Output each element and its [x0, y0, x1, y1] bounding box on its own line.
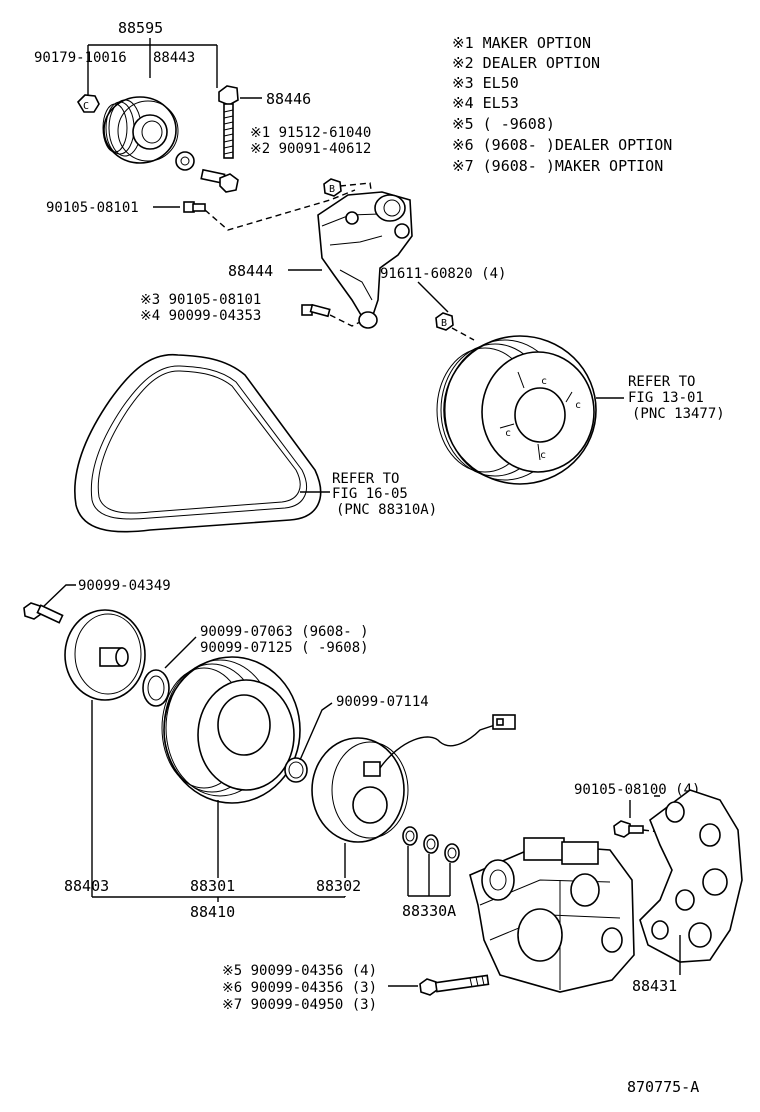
label-91512-61040: ※1 91512-61040	[250, 125, 371, 141]
label-90099-07063: 90099-07063 (9608- )	[200, 624, 369, 640]
cap-part: C	[76, 94, 100, 113]
label-fig-16-05: FIG 16-05	[332, 486, 408, 502]
label-90105-08101: 90105-08101	[46, 200, 139, 216]
label-90099-04356-3: ※6 90099-04356 (3)	[222, 980, 377, 996]
clutch-pulley-88301	[161, 656, 301, 804]
label-88330a: 88330A	[402, 902, 456, 920]
label-el53-bolt: ※4 90099-04353	[140, 308, 261, 324]
retaining-ring	[284, 757, 308, 783]
bolt-hole-2-icon: c	[575, 400, 581, 411]
label-88403: 88403	[64, 877, 109, 895]
shims-88330a: 88330A	[402, 826, 460, 920]
label-90099-07125: 90099-07125 ( -9608)	[200, 640, 369, 656]
bolt-hole-1-icon: c	[541, 376, 547, 387]
bolt-hole-3-icon: c	[505, 428, 511, 439]
note-7: ※7 (9608- )MAKER OPTION	[452, 157, 663, 175]
label-88301: 88301	[190, 877, 235, 895]
note-4: ※4 EL53	[452, 94, 519, 112]
figure-id: 870775-A	[627, 1078, 699, 1096]
option-notes: ※1 MAKER OPTION ※2 DEALER OPTION ※3 EL50…	[452, 34, 672, 175]
label-pnc-13477: (PNC 13477)	[632, 406, 725, 422]
note-2: ※2 DEALER OPTION	[452, 54, 600, 72]
crank-pulley: 91611-60820 (4) B c c c c REFER TO FIG 1…	[380, 266, 725, 485]
marker-b1: B	[329, 184, 335, 195]
label-88446: 88446	[266, 90, 311, 108]
marker-b2: B	[441, 318, 447, 329]
marker-b-upper: B	[323, 178, 342, 197]
label-90099-04950-3: ※7 90099-04950 (3)	[222, 997, 377, 1013]
ac-compressor	[469, 837, 635, 993]
label-pnc-88310a: (PNC 88310A)	[336, 502, 437, 518]
label-88410: 88410	[190, 903, 235, 921]
label-90105-08100: 90105-08100 (4)	[574, 782, 700, 798]
label-90099-04349: 90099-04349	[78, 578, 171, 594]
label-90099-04356-4: ※5 90099-04356 (4)	[222, 963, 377, 979]
clutch-hub-88403	[64, 609, 146, 701]
label-90179-10016: 90179-10016	[34, 50, 127, 66]
note-6: ※6 (9608- )DEALER OPTION	[452, 136, 672, 154]
label-91611-60820: 91611-60820 (4)	[380, 266, 506, 282]
bracket-lower-bolt	[301, 303, 331, 318]
long-bolt	[218, 85, 239, 159]
small-bolt	[200, 168, 239, 193]
label-refer-to-2: REFER TO	[332, 471, 399, 487]
compressor-mount-bolt	[419, 974, 490, 996]
bolt-hole-4-icon: c	[540, 450, 546, 461]
v-belt: REFER TO FIG 16-05 (PNC 88310A)	[74, 353, 437, 533]
bracket-mount-bolt	[613, 820, 644, 838]
bracket-88444: 90105-08101 B 88444 ※3 90105-08101 ※4 90…	[46, 178, 413, 329]
washer-part	[175, 151, 195, 171]
label-88595: 88595	[118, 19, 163, 37]
label-88431: 88431	[632, 977, 677, 995]
label-88444: 88444	[228, 262, 273, 280]
label-88302: 88302	[316, 877, 361, 895]
idler-pulley-group: 88595 90179-10016 88443 C 88446	[34, 19, 371, 193]
compressor-mount-bolt-group: ※5 90099-04356 (4) ※6 90099-04356 (3) ※7…	[222, 963, 490, 1013]
compressor-bracket-88431: 90105-08100 (4) 88431	[574, 782, 743, 995]
idler-pulley	[102, 96, 179, 164]
clutch-bolt	[23, 602, 64, 624]
marker-c: C	[83, 101, 89, 112]
magnetic-clutch-group: 90099-04349 90099-07063 (9608- ) 90099-0…	[23, 578, 516, 921]
note-3: ※3 EL50	[452, 74, 519, 92]
label-90091-40612: ※2 90091-40612	[250, 141, 371, 157]
label-fig-13-01: FIG 13-01	[628, 390, 704, 406]
label-el50-bolt: ※3 90105-08101	[140, 292, 261, 308]
marker-b-lower: B	[435, 312, 454, 331]
label-refer-to-1: REFER TO	[628, 374, 695, 390]
field-coil-88302	[311, 714, 516, 843]
bracket-bolt	[183, 201, 206, 213]
label-88443: 88443	[153, 50, 195, 66]
note-5: ※5 ( -9608)	[452, 115, 555, 133]
snap-ring	[142, 669, 170, 707]
note-1: ※1 MAKER OPTION	[452, 34, 591, 52]
label-90099-07114: 90099-07114	[336, 694, 429, 710]
